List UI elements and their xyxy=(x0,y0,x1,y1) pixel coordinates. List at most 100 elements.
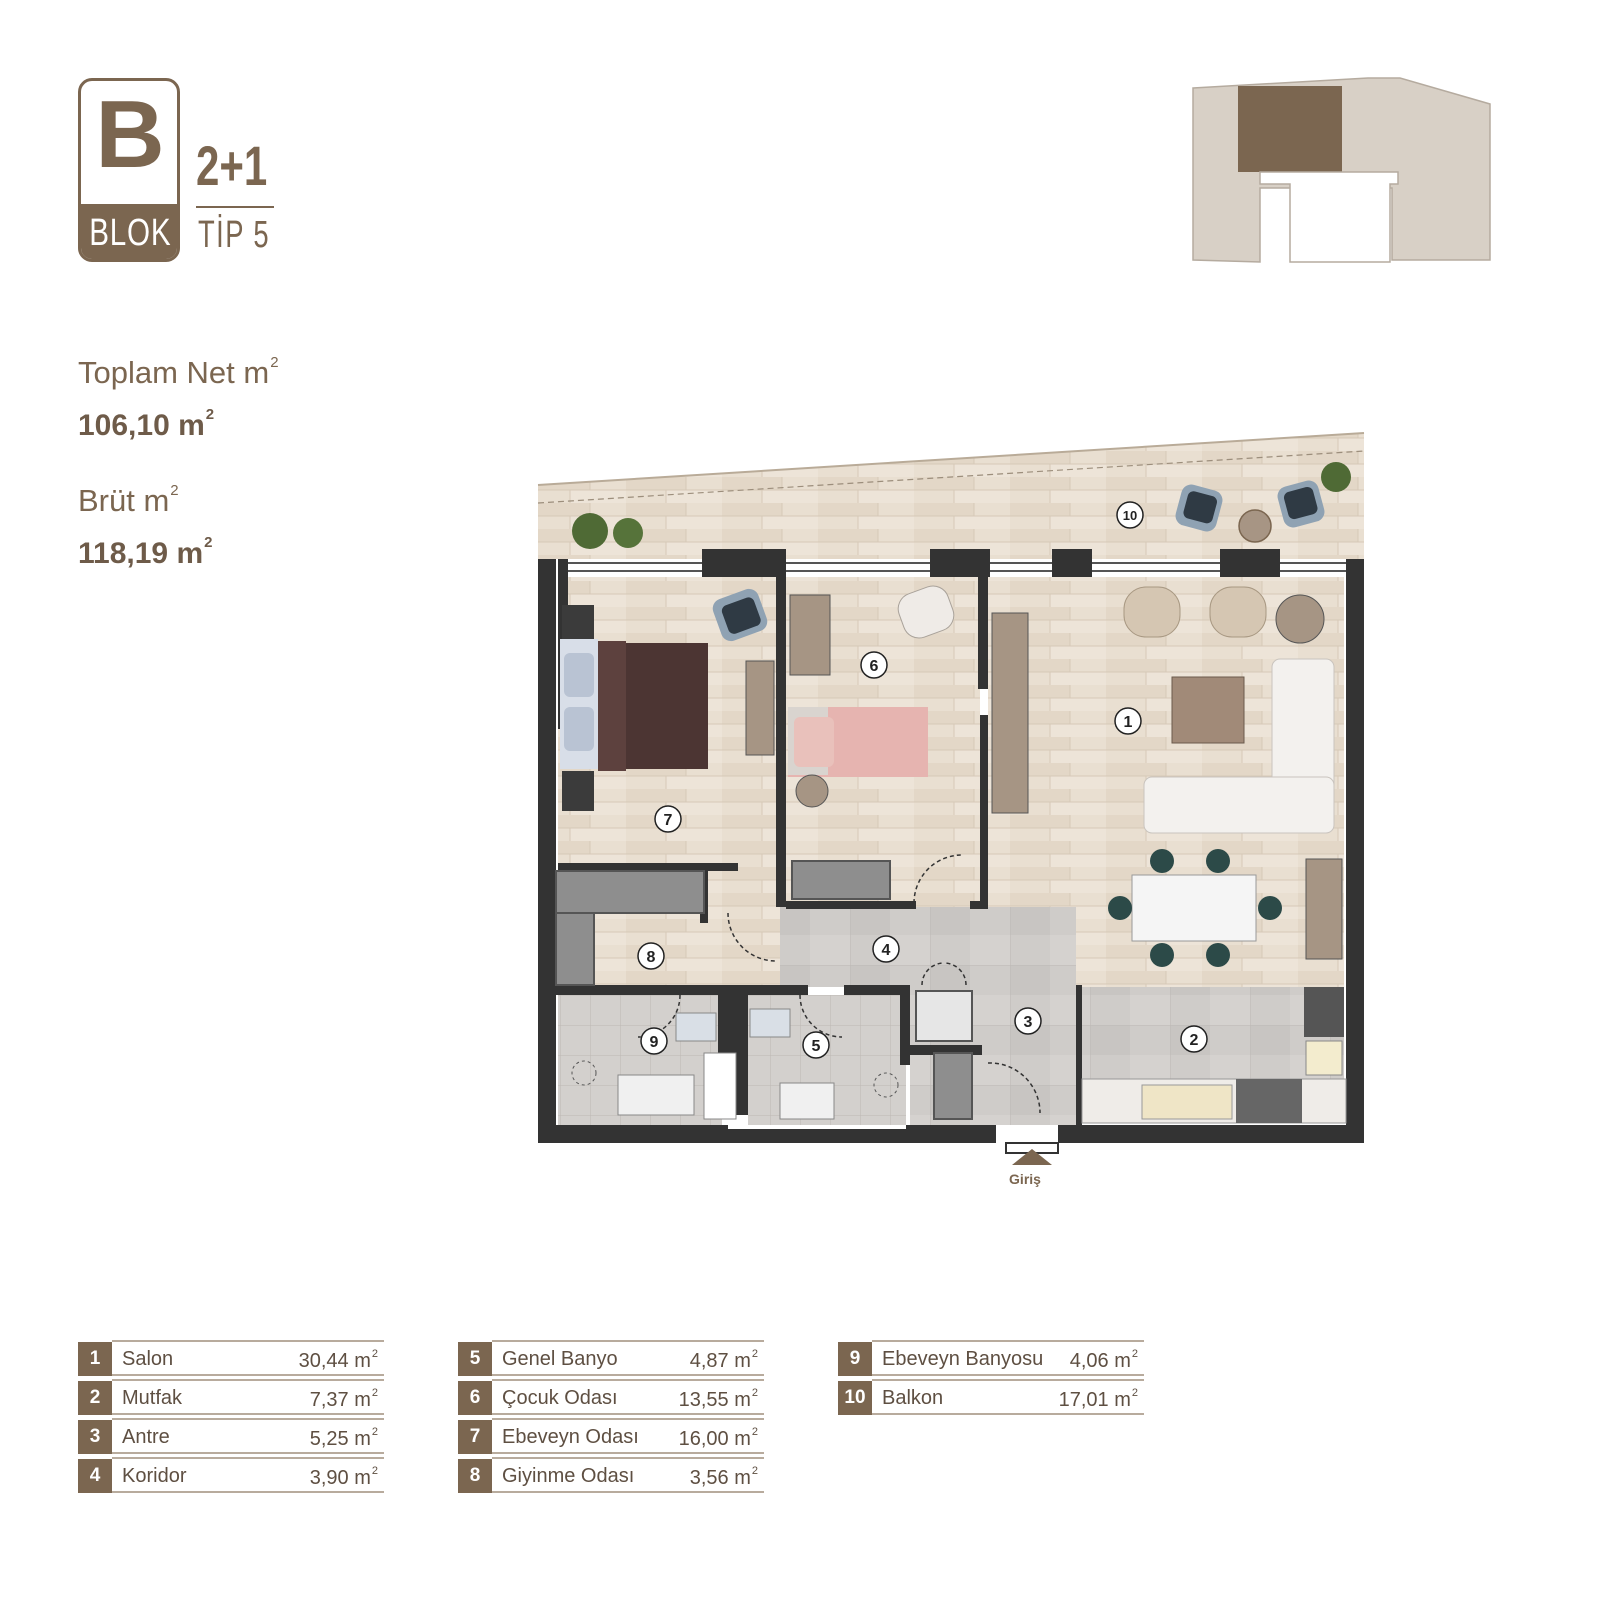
legend-row: 3 Antre 5,25 m2 xyxy=(78,1418,384,1454)
room-4-floor xyxy=(780,907,1076,987)
keyplan-core xyxy=(1259,171,1399,263)
room-marker-3: 3 xyxy=(1014,1007,1042,1035)
oven-icon xyxy=(1305,1040,1343,1076)
shower-tray-icon xyxy=(779,1082,835,1120)
nightstand-icon xyxy=(562,771,594,811)
armchair-icon xyxy=(1209,586,1267,638)
legend-room-name: Antre xyxy=(122,1426,170,1448)
svg-text:10: 10 xyxy=(1123,508,1137,523)
legend-room-name: Çocuk Odası xyxy=(502,1387,618,1409)
room-marker-7: 7 xyxy=(654,805,682,833)
net-area-label: Toplam Net m2 xyxy=(78,354,279,390)
desk-icon xyxy=(791,860,891,900)
keyplan-highlight-unit xyxy=(1238,86,1342,172)
balcony-rail xyxy=(537,450,1365,504)
gross-area-value: 118,19 m2 xyxy=(78,534,213,570)
legend-row: 7 Ebeveyn Odası 16,00 m2 xyxy=(458,1418,764,1454)
plant-icon xyxy=(613,518,643,548)
legend-room-name: Mutfak xyxy=(122,1387,183,1409)
svg-text:4: 4 xyxy=(882,942,891,959)
block-word: BLOK xyxy=(89,212,172,254)
room-marker-9: 9 xyxy=(640,1027,668,1055)
plant-icon xyxy=(572,513,608,549)
legend-room-area: 30,44 m2 xyxy=(298,1348,378,1372)
legend-number: 10 xyxy=(838,1381,872,1415)
nightstand-icon xyxy=(562,605,594,639)
svg-text:2: 2 xyxy=(1190,1032,1199,1049)
armchair-icon xyxy=(1277,480,1325,528)
legend-room-name: Ebeveyn Odası xyxy=(502,1426,639,1448)
legend-room-area: 13,55 m2 xyxy=(678,1387,758,1411)
legend-number: 5 xyxy=(458,1342,492,1376)
dresser-icon xyxy=(745,660,775,756)
svg-text:8: 8 xyxy=(647,949,656,966)
legend-room-name: Balkon xyxy=(882,1387,944,1409)
legend-number: 3 xyxy=(78,1420,112,1454)
legend-row: 4 Koridor 3,90 m2 xyxy=(78,1457,384,1493)
drain-icon xyxy=(571,1060,597,1086)
block-word-box: BLOK xyxy=(81,204,177,259)
legend-row: 9 Ebeveyn Banyosu 4,06 m2 xyxy=(838,1340,1144,1376)
legend-room-name: Giyinme Odası xyxy=(502,1465,635,1487)
legend-room-area: 16,00 m2 xyxy=(678,1426,758,1450)
legend-row: 6 Çocuk Odası 13,55 m2 xyxy=(458,1379,764,1415)
balcony xyxy=(537,432,1365,559)
kitchen-cabinet-icon xyxy=(1141,1084,1233,1120)
bathtub-icon xyxy=(617,1074,695,1116)
unit-rooms: 2+1 xyxy=(196,134,268,197)
keyplan-diagram xyxy=(1192,77,1491,263)
legend-room-area: 3,90 m2 xyxy=(309,1465,378,1489)
legend-room-name: Genel Banyo xyxy=(502,1348,618,1370)
windows xyxy=(568,562,1346,572)
room-marker-5: 5 xyxy=(802,1031,830,1059)
legend-room-name: Koridor xyxy=(122,1465,187,1487)
legend-row: 1 Salon 30,44 m2 xyxy=(78,1340,384,1376)
double-bed-icon xyxy=(560,639,708,771)
legend-number: 7 xyxy=(458,1420,492,1454)
sink-icon xyxy=(675,1012,717,1042)
sideboard-icon xyxy=(1305,858,1343,960)
coffee-table-icon xyxy=(1171,676,1245,744)
single-bed-icon xyxy=(788,707,928,777)
gross-area-label: Brüt m2 xyxy=(78,482,179,518)
room-marker-1: 1 xyxy=(1114,707,1142,735)
svg-text:3: 3 xyxy=(1024,1014,1033,1031)
unit-divider xyxy=(196,206,274,208)
legend-row: 10 Balkon 17,01 m2 xyxy=(838,1379,1144,1415)
entrance-arrow-icon xyxy=(1012,1149,1052,1165)
svg-text:5: 5 xyxy=(812,1038,821,1055)
room-2-floor xyxy=(1080,987,1344,1079)
legend-row: 5 Genel Banyo 4,87 m2 xyxy=(458,1340,764,1376)
shaft-icon xyxy=(915,990,973,1042)
side-table-icon xyxy=(1238,509,1272,543)
armchair-icon xyxy=(712,588,768,642)
svg-text:1: 1 xyxy=(1124,714,1133,731)
legend-number: 6 xyxy=(458,1381,492,1415)
legend-room-area: 3,56 m2 xyxy=(689,1465,758,1489)
side-table-icon xyxy=(795,774,829,808)
legend-room-area: 4,06 m2 xyxy=(1069,1348,1138,1372)
balcony-floor xyxy=(538,433,1364,559)
svg-text:6: 6 xyxy=(870,658,879,675)
room-marker-10: 10 xyxy=(1116,501,1144,529)
legend-row: 2 Mutfak 7,37 m2 xyxy=(78,1379,384,1415)
side-table-icon xyxy=(1275,594,1325,644)
armchair-icon xyxy=(897,585,955,639)
legend-room-name: Ebeveyn Banyosu xyxy=(882,1348,1044,1370)
svg-text:9: 9 xyxy=(650,1034,659,1051)
walls xyxy=(538,549,1364,1143)
floor-plan: Giriş 1 2 3 4 5 6 7 8 9 10 xyxy=(537,432,1365,1187)
room-marker-6: 6 xyxy=(860,651,888,679)
room-marker-2: 2 xyxy=(1180,1025,1208,1053)
closet-icon xyxy=(933,1052,973,1120)
plant-icon xyxy=(1321,462,1351,492)
block-letter: B xyxy=(95,81,164,188)
entrance-label: Giriş xyxy=(1009,1171,1041,1187)
armchair-icon xyxy=(1175,484,1223,532)
door-swings xyxy=(637,854,1041,1114)
room-marker-8: 8 xyxy=(637,942,665,970)
legend-number: 4 xyxy=(78,1459,112,1493)
room-marker-4: 4 xyxy=(872,935,900,963)
cabinet-icon xyxy=(703,1052,737,1120)
sofa-icon xyxy=(1143,658,1335,834)
